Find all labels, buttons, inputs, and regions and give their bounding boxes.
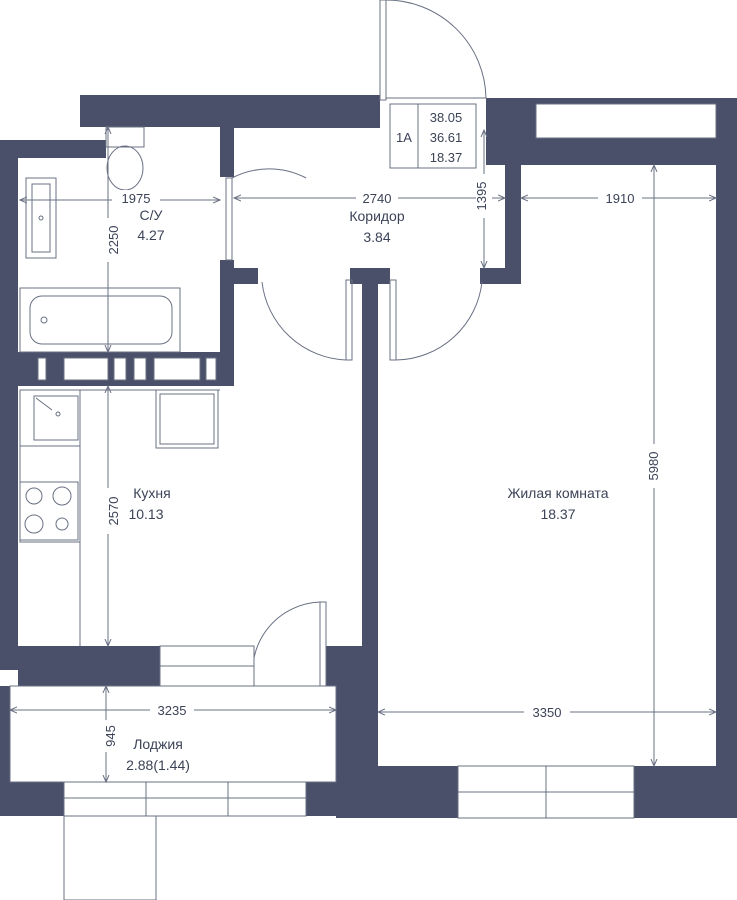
room-corridor-area: 3.84: [363, 229, 390, 245]
dim-bathroom-width: 1975: [122, 191, 151, 206]
toilet-tank-icon: [105, 126, 145, 148]
area-badge-labels: 1A 38.05 36.61 18.37: [396, 110, 462, 165]
sink-icon: [19, 389, 81, 447]
dim-loggia-width: 3235: [158, 703, 187, 718]
fixtures: [19, 103, 477, 646]
bathtub-icon: [19, 287, 181, 353]
room-labels: С/У 4.27 Коридор 3.84 Кухня 10.13 Жилая …: [126, 207, 609, 773]
toilet-bowl-icon: [106, 145, 144, 191]
washbasin-icon: [25, 177, 57, 259]
total-area: 38.05: [430, 110, 463, 125]
dim-living-top-width: 1910: [606, 191, 635, 206]
dim-corridor-width: 2740: [363, 191, 392, 206]
room-kitchen-area: 10.13: [128, 506, 163, 522]
room-kitchen-name: Кухня: [133, 485, 170, 501]
dimension-labels: 1975 2250 2740 1395 1910 5980 2570 3235 …: [98, 174, 661, 752]
room-bathroom-area: 4.27: [137, 227, 164, 243]
fridge-icon: [155, 389, 219, 449]
room-bathroom-name: С/У: [140, 207, 163, 223]
total-area-reduced: 36.61: [430, 130, 463, 145]
unit-type: 1A: [396, 130, 412, 145]
dim-kitchen-depth: 2570: [106, 497, 121, 526]
dim-living-width: 3350: [533, 705, 562, 720]
dim-living-depth: 5980: [646, 452, 661, 481]
stove-icon: [19, 481, 79, 541]
room-living-area: 18.37: [540, 506, 575, 522]
room-corridor-name: Коридор: [349, 208, 405, 224]
area-badge: [389, 103, 477, 169]
walls: [0, 95, 737, 818]
living-area-total: 18.37: [430, 150, 463, 165]
openings: [9, 0, 717, 900]
dim-corridor-depth: 1395: [474, 182, 489, 211]
room-loggia-name: Лоджия: [133, 736, 183, 752]
dim-bathroom-depth: 2250: [106, 226, 121, 255]
dim-loggia-depth: 945: [103, 725, 118, 747]
room-living-name: Жилая комната: [507, 485, 608, 501]
room-loggia-area: 2.88(1.44): [126, 757, 190, 773]
